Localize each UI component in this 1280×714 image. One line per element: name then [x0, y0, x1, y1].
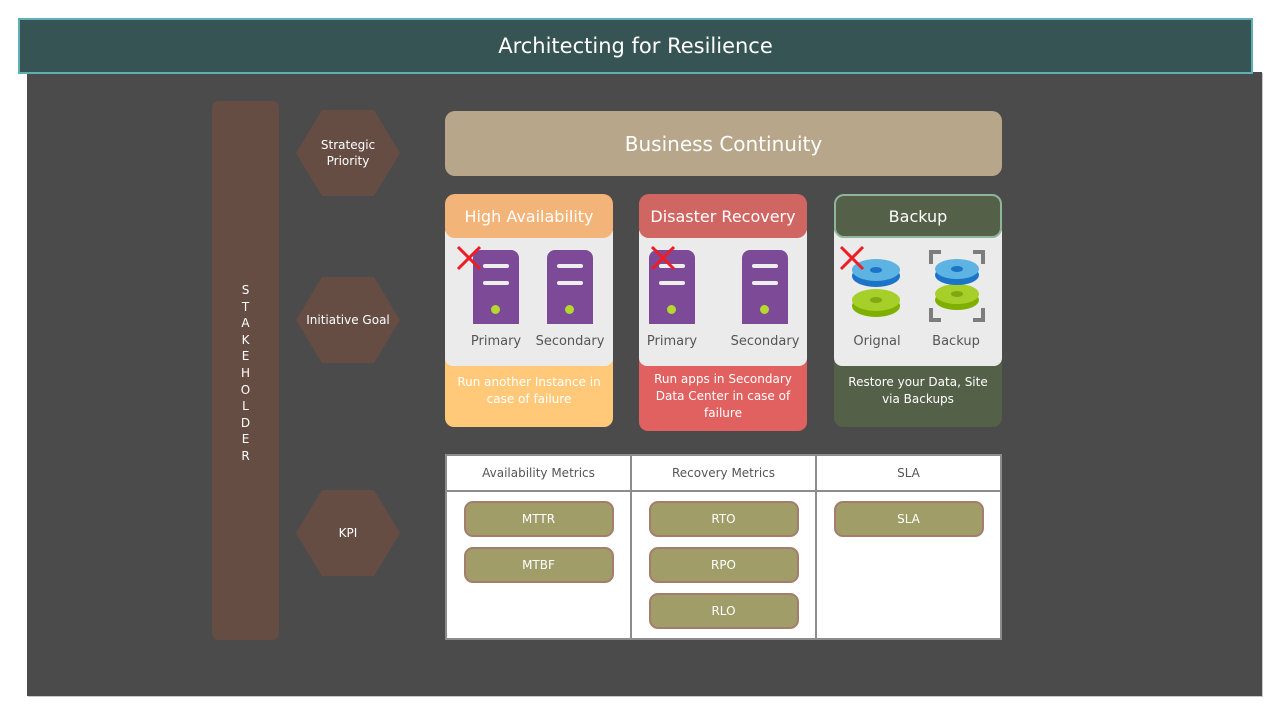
metrics-column-sla: SLA SLA	[817, 456, 1000, 638]
item-label: Primary	[470, 334, 522, 349]
stakeholder-letter: H	[240, 365, 251, 380]
card-icons: Orignal Backup	[834, 224, 1002, 366]
server-icon	[734, 248, 794, 324]
fail-x-icon	[650, 245, 676, 271]
metric-sla: SLA	[833, 501, 984, 537]
metric-rpo: RPO	[648, 547, 799, 583]
card-icons: Primary Secondary	[639, 224, 807, 366]
stakeholder-letter: L	[242, 399, 249, 414]
item-label: Secondary	[730, 334, 800, 349]
card-title: Backup	[834, 194, 1002, 238]
item-label: Orignal	[853, 334, 901, 349]
item-label: Primary	[646, 334, 698, 349]
stakeholder-letter: T	[241, 299, 250, 314]
column-header: SLA	[817, 456, 1000, 492]
item-label: Secondary	[535, 334, 605, 349]
level-strategic-priority: Strategic Priority	[296, 110, 400, 196]
stakeholder-letter: E	[241, 432, 250, 447]
card-title: Disaster Recovery	[639, 194, 807, 238]
server-icon	[539, 248, 599, 324]
metric-rto: RTO	[648, 501, 799, 537]
metrics-column-recovery: Recovery Metrics RTO RPO RLO	[632, 456, 817, 638]
card-title: High Availability	[445, 194, 613, 238]
column-header: Recovery Metrics	[632, 456, 815, 492]
card-description: Run another Instance in case of failure	[445, 344, 613, 427]
metric-rlo: RLO	[648, 593, 799, 629]
stakeholder-letter: S	[241, 283, 250, 297]
level-label: Strategic Priority	[320, 138, 376, 168]
column-header: Availability Metrics	[447, 456, 630, 492]
stakeholder-letter: E	[241, 349, 250, 364]
metrics-table: Availability Metrics MTTR MTBF Recovery …	[445, 454, 1002, 640]
page-title: Architecting for Resilience	[18, 18, 1253, 74]
stakeholder-letter: O	[240, 382, 251, 397]
server-icon	[456, 245, 525, 324]
database-disks-icon	[839, 245, 908, 324]
level-label: Initiative Goal	[306, 313, 390, 327]
fail-x-icon	[456, 245, 482, 271]
level-initiative-goal: Initiative Goal	[296, 277, 400, 363]
metric-mttr: MTTR	[463, 501, 614, 537]
stakeholder-letter: K	[241, 332, 250, 347]
card-icons: Primary Secondary	[445, 224, 613, 366]
item-label: Backup	[932, 334, 980, 349]
metric-mtbf: MTBF	[463, 547, 614, 583]
server-icon	[641, 245, 701, 324]
fail-x-icon	[839, 245, 865, 271]
stakeholder-letter: R	[241, 448, 250, 463]
metrics-column-availability: Availability Metrics MTTR MTBF	[447, 456, 632, 638]
business-continuity-banner: Business Continuity	[445, 111, 1002, 176]
stakeholder-letter: A	[241, 316, 250, 331]
level-label: KPI	[338, 526, 358, 540]
database-disks-backup-icon	[927, 248, 987, 324]
stakeholder-letter: D	[240, 415, 251, 430]
